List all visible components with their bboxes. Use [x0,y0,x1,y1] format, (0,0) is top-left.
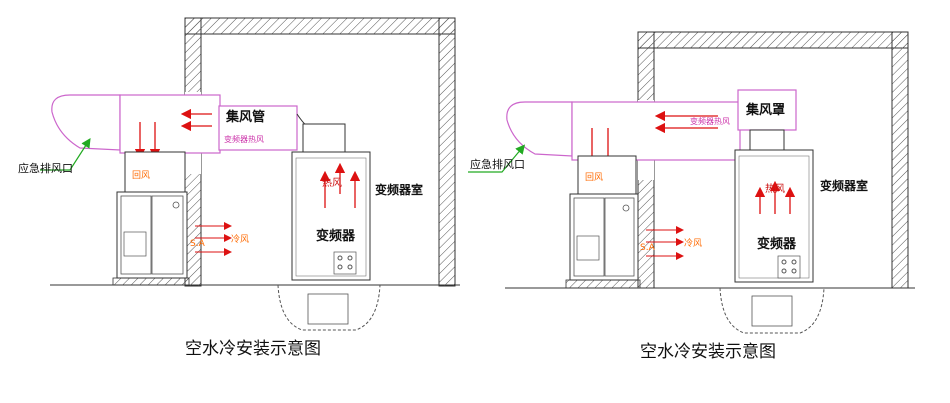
panel-right: 集风罩 变频器热风 应急排风口 回风 S.A 冷风 热风 变频器 变频器室 空水… [468,31,915,362]
collector-box [737,89,797,131]
wall-right [891,31,909,289]
room-label: 变频器室 [820,178,868,193]
inverter-label: 变频器 [757,236,797,252]
duct-curve [506,101,573,157]
room-label: 变频器室 [375,182,423,197]
supply-air-label: S.A [190,239,206,249]
inverter-label: 变频器 [316,228,356,244]
emergency-leader [40,137,91,171]
return-air-label: 回风 [585,172,603,183]
hot-air-label: 热风 [322,176,342,189]
panel-left: 集风管 变频器热风 应急排风口 回风 S.A 冷风 热风 变频器 [18,17,460,359]
caption: 空水冷安装示意图 [185,339,321,359]
cold-air-label: 冷风 [684,237,702,249]
collector-note: 变频器热风 [224,134,264,144]
collector-note: 变频器热风 [690,116,730,126]
inverter-cabinet [734,149,814,283]
wall-top [637,31,909,49]
emergency-leader [468,144,526,173]
duct-main [119,94,221,154]
cable-trench [719,287,825,334]
supply-air-label: S.A [640,243,656,253]
emergency-label: 应急排风口 [470,157,525,171]
duct-main [571,101,741,161]
caption: 空水冷安装示意图 [640,342,776,362]
cold-air-label: 冷风 [231,233,249,245]
inverter-cabinet [291,151,371,281]
ac-top [577,155,637,195]
collector-neck [749,129,785,151]
wall-top [184,17,456,35]
collector-label: 集风管 [225,109,265,125]
wall-right [438,17,456,287]
collector-label: 集风罩 [745,102,785,118]
emergency-label: 应急排风口 [18,161,73,175]
collector-box [218,105,298,151]
inverter-hood [302,123,346,153]
return-air-label: 回风 [132,170,150,181]
hot-air-label: 热风 [765,182,785,195]
duct-curve [51,94,121,151]
cable-trench [277,284,381,331]
ac-top [124,151,186,193]
